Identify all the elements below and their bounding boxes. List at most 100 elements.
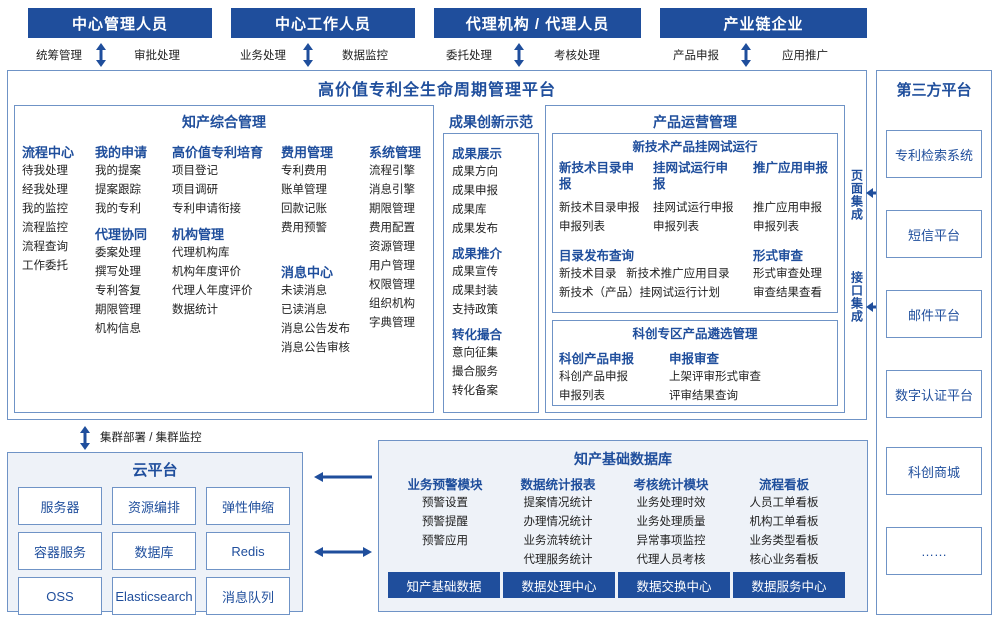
list-item[interactable]: 申报列表 <box>753 221 799 233</box>
list-item[interactable]: 科创产品申报 <box>559 371 628 383</box>
list-item[interactable]: 核心业务看板 <box>749 554 819 566</box>
col-head-my-application[interactable]: 我的申请 <box>95 145 148 160</box>
list-item[interactable]: 上架评审形式审查 <box>669 371 761 383</box>
col-head-system-management[interactable]: 系统管理 <box>369 145 422 160</box>
third-party-item-innovation-mall[interactable]: 科创商城 <box>886 447 982 495</box>
list-item[interactable]: 我的提案 <box>95 165 141 177</box>
col-head-high-value-patent-cultivation[interactable]: 高价值专利培育 <box>172 145 264 160</box>
list-item[interactable]: 预警应用 <box>422 535 468 547</box>
db-col-head-statistics-report[interactable]: 数据统计报表 <box>520 478 596 492</box>
list-item[interactable]: 预警设置 <box>422 497 468 509</box>
cloud-cell-oss[interactable]: OSS <box>18 577 102 615</box>
third-party-item-sms[interactable]: 短信平台 <box>886 210 982 258</box>
db-col-head-process-board[interactable]: 流程看板 <box>758 478 809 492</box>
cloud-cell-resource-orchestration[interactable]: 资源编排 <box>112 487 196 525</box>
cloud-cell-elasticsearch[interactable]: Elasticsearch <box>112 577 196 615</box>
subhead-trial-declare[interactable]: 挂网试运行申报 <box>653 160 739 192</box>
subhead-catalog-publish-query[interactable]: 目录发布查询 <box>559 249 635 263</box>
list-item[interactable]: 业务处理时效 <box>636 497 706 509</box>
list-item[interactable]: 消息引擎 <box>369 184 415 196</box>
list-item[interactable]: 专利申请衔接 <box>172 203 241 215</box>
subhead-innovation-product-declare[interactable]: 科创产品申报 <box>559 352 635 366</box>
list-item[interactable]: 成果发布 <box>452 223 498 235</box>
list-item[interactable]: 异常事项监控 <box>636 535 706 547</box>
subhead-promotion-declare[interactable]: 推广应用申报 <box>753 160 833 176</box>
group-head-achievement-promotion[interactable]: 成果推介 <box>452 247 503 261</box>
list-item[interactable]: 待我处理 <box>22 165 68 177</box>
col-head-agent-collaboration[interactable]: 代理协同 <box>95 227 148 242</box>
list-item[interactable]: 转化备案 <box>452 385 498 397</box>
list-item[interactable]: 委案处理 <box>95 247 141 259</box>
list-item[interactable]: 新技术目录申报 <box>559 202 640 214</box>
list-item[interactable]: 提案跟踪 <box>95 184 141 196</box>
list-item[interactable]: 成果申报 <box>452 185 498 197</box>
list-item[interactable]: 评审结果查询 <box>669 390 738 402</box>
list-item[interactable]: 未读消息 <box>281 285 327 297</box>
list-item[interactable]: 申报列表 <box>653 221 699 233</box>
list-item[interactable]: 账单管理 <box>281 184 327 196</box>
list-item[interactable]: 经我处理 <box>22 184 68 196</box>
list-item[interactable]: 申报列表 <box>559 221 605 233</box>
list-item[interactable]: 项目调研 <box>172 184 218 196</box>
list-item[interactable]: 字典管理 <box>369 317 415 329</box>
role-bar-3[interactable]: 产业链企业 <box>660 8 867 38</box>
list-item[interactable]: 代理服务统计 <box>523 554 593 566</box>
col-head-message-center[interactable]: 消息中心 <box>281 265 334 280</box>
list-item[interactable]: 代理机构库 <box>172 247 230 259</box>
list-item[interactable]: 成果方向 <box>452 166 498 178</box>
subhead-new-tech-catalog-declare[interactable]: 新技术目录申报 <box>559 160 645 192</box>
list-item[interactable]: 成果宣传 <box>452 266 498 278</box>
third-party-item-digital-cert[interactable]: 数字认证平台 <box>886 370 982 418</box>
list-item[interactable]: 申报列表 <box>559 390 605 402</box>
group-head-achievement-display[interactable]: 成果展示 <box>452 147 503 161</box>
cloud-cell-message-queue[interactable]: 消息队列 <box>206 577 290 615</box>
list-item[interactable]: 人员工单看板 <box>749 497 819 509</box>
cloud-cell-container-service[interactable]: 容器服务 <box>18 532 102 570</box>
list-item[interactable]: 资源管理 <box>369 241 415 253</box>
col-head-process-center[interactable]: 流程中心 <box>22 145 75 160</box>
third-party-item-patent-search[interactable]: 专利检索系统 <box>886 130 982 178</box>
list-item[interactable]: 形式审查处理 <box>753 268 822 280</box>
subhead-declaration-review[interactable]: 申报审查 <box>669 352 720 366</box>
list-item[interactable]: 流程查询 <box>22 241 68 253</box>
list-item[interactable]: 机构信息 <box>95 323 141 335</box>
list-item[interactable]: 回款记账 <box>281 203 327 215</box>
list-item[interactable]: 我的监控 <box>22 203 68 215</box>
list-item[interactable]: 期限管理 <box>95 304 141 316</box>
list-item[interactable]: 成果库 <box>452 204 487 216</box>
db-bar-processing-center[interactable]: 数据处理中心 <box>503 572 615 598</box>
list-item[interactable]: 新技术目录 新技术推广应用目录 <box>559 265 749 284</box>
group-head-transfer-matching[interactable]: 转化撮合 <box>452 328 503 342</box>
list-item[interactable]: 专利答复 <box>95 285 141 297</box>
db-bar-service-center[interactable]: 数据服务中心 <box>733 572 845 598</box>
list-item[interactable]: 消息公告审核 <box>281 342 350 354</box>
list-item[interactable]: 撰写处理 <box>95 266 141 278</box>
db-col-head-assessment-module[interactable]: 考核统计模块 <box>633 478 709 492</box>
role-bar-0[interactable]: 中心管理人员 <box>28 8 212 38</box>
list-item[interactable]: 流程引擎 <box>369 165 415 177</box>
list-item[interactable]: 组织机构 <box>369 298 415 310</box>
list-item[interactable]: 撮合服务 <box>452 366 498 378</box>
list-item[interactable]: 项目登记 <box>172 165 218 177</box>
cloud-cell-database[interactable]: 数据库 <box>112 532 196 570</box>
list-item[interactable]: 代理人年度评价 <box>172 285 253 297</box>
list-item[interactable]: 期限管理 <box>369 203 415 215</box>
list-item[interactable]: 数据统计 <box>172 304 218 316</box>
list-item[interactable]: 费用配置 <box>369 222 415 234</box>
list-item[interactable]: 办理情况统计 <box>523 516 593 528</box>
list-item[interactable]: 推广应用申报 <box>753 202 822 214</box>
role-bar-1[interactable]: 中心工作人员 <box>231 8 415 38</box>
list-item[interactable]: 费用预警 <box>281 222 327 234</box>
col-head-agency-management[interactable]: 机构管理 <box>172 227 225 242</box>
list-item[interactable]: 支持政策 <box>452 304 498 316</box>
list-item[interactable]: 成果封装 <box>452 285 498 297</box>
list-item[interactable]: 审查结果查看 <box>753 287 822 299</box>
list-item[interactable]: 机构年度评价 <box>172 266 241 278</box>
list-item[interactable]: 业务处理质量 <box>636 516 706 528</box>
list-item[interactable]: 消息公告发布 <box>281 323 350 335</box>
list-item[interactable]: 挂网试运行申报 <box>653 202 734 214</box>
db-bar-exchange-center[interactable]: 数据交换中心 <box>618 572 730 598</box>
db-bar-basic-data[interactable]: 知产基础数据 <box>388 572 500 598</box>
list-item[interactable]: 权限管理 <box>369 279 415 291</box>
cloud-cell-redis[interactable]: Redis <box>206 532 290 570</box>
